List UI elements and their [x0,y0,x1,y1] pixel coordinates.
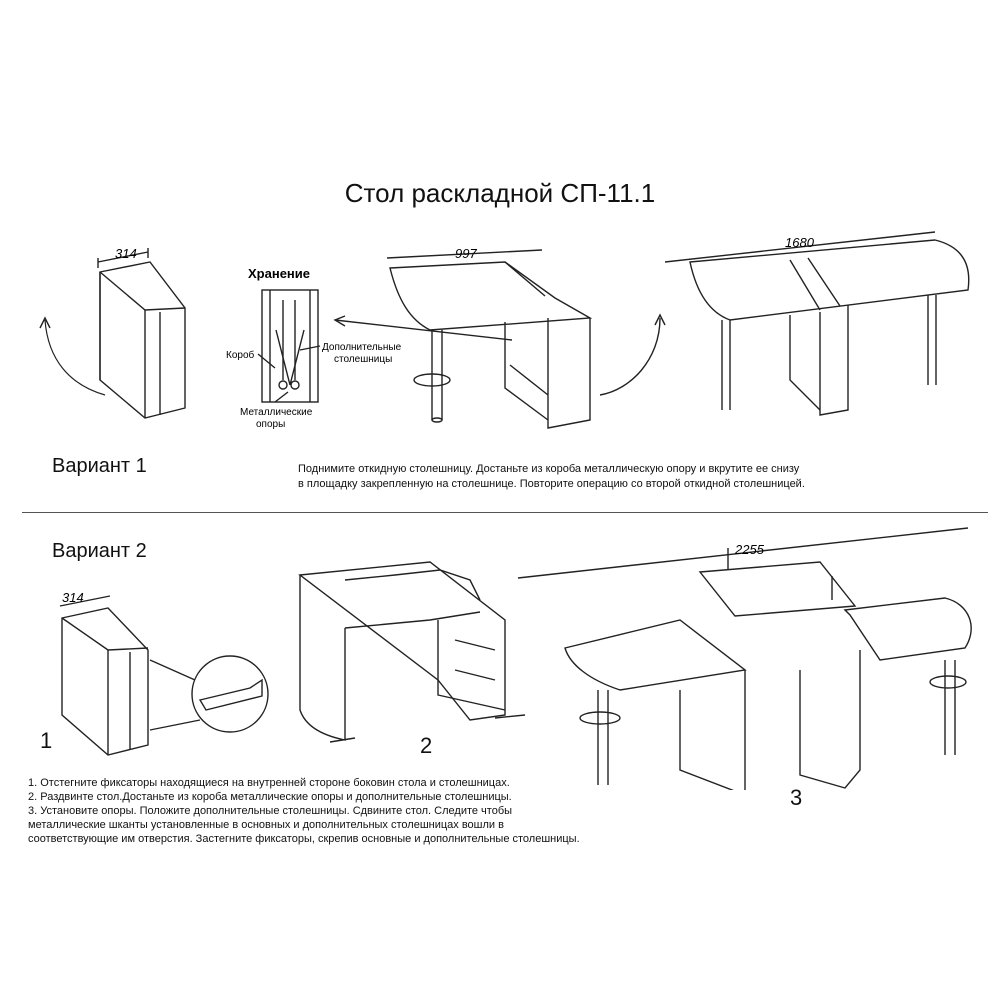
label-box: Короб [226,349,255,361]
step-line-3: 3. Установите опоры. Положите дополнител… [28,805,513,817]
step-number-3: 3 [790,785,803,810]
half-open-table-drawing [333,249,666,429]
variant1-instructions: Поднимите откидную столешницу. Достаньте… [298,462,918,492]
label-legs-1: Металлические [240,407,313,418]
step-line-4: металлические шканты установленные в осн… [28,819,504,831]
variant1-label: Вариант 1 [52,455,147,477]
variant2-steps: 1. Отстегните фиксаторы находящиеся на в… [28,776,588,846]
dim-folded-v1: 314 [115,246,137,261]
step1-folded-drawing [59,595,269,756]
dim-half-v1: 997 [455,246,477,261]
step-line-2: 2. Раздвинте стол.Достаньте из короба ме… [28,791,512,803]
dim-folded-v2: 314 [62,590,84,605]
step-line-1: 1. Отстегните фиксаторы находящиеся на в… [28,777,510,789]
step3-assembled-drawing [517,527,972,790]
variant1-text-line1: Поднимите откидную столешницу. Достаньте… [298,463,800,475]
step-number-1: 1 [40,728,53,753]
storage-section-drawing [257,289,321,403]
storage-heading: Хранение [248,266,310,281]
variant1-text-line2: в площадку закрепленную на столешнице. П… [298,478,805,490]
label-extra-tops-2: столешницы [334,354,392,365]
variant2-illustrations: 314 2255 [59,527,972,790]
section-divider [22,512,988,513]
full-open-table-drawing [664,231,970,416]
page-title: Стол раскладной СП-11.1 [344,178,656,208]
label-legs-2: опоры [256,419,285,430]
variant2-label: Вариант 2 [52,540,147,562]
dim-full-v1: 1680 [785,235,815,250]
step-line-5: соответствующие им отверстия. Застегните… [28,833,580,845]
step2-pulled-apart-drawing [298,561,526,743]
step-number-2: 2 [420,733,433,758]
label-extra-tops-1: Дополнительные [322,342,402,353]
folded-table-drawing [39,248,186,419]
variant1-illustrations: 314 997 1680 Хранение Короб Дополнительн… [39,231,970,430]
dim-full-v2: 2255 [734,542,765,557]
